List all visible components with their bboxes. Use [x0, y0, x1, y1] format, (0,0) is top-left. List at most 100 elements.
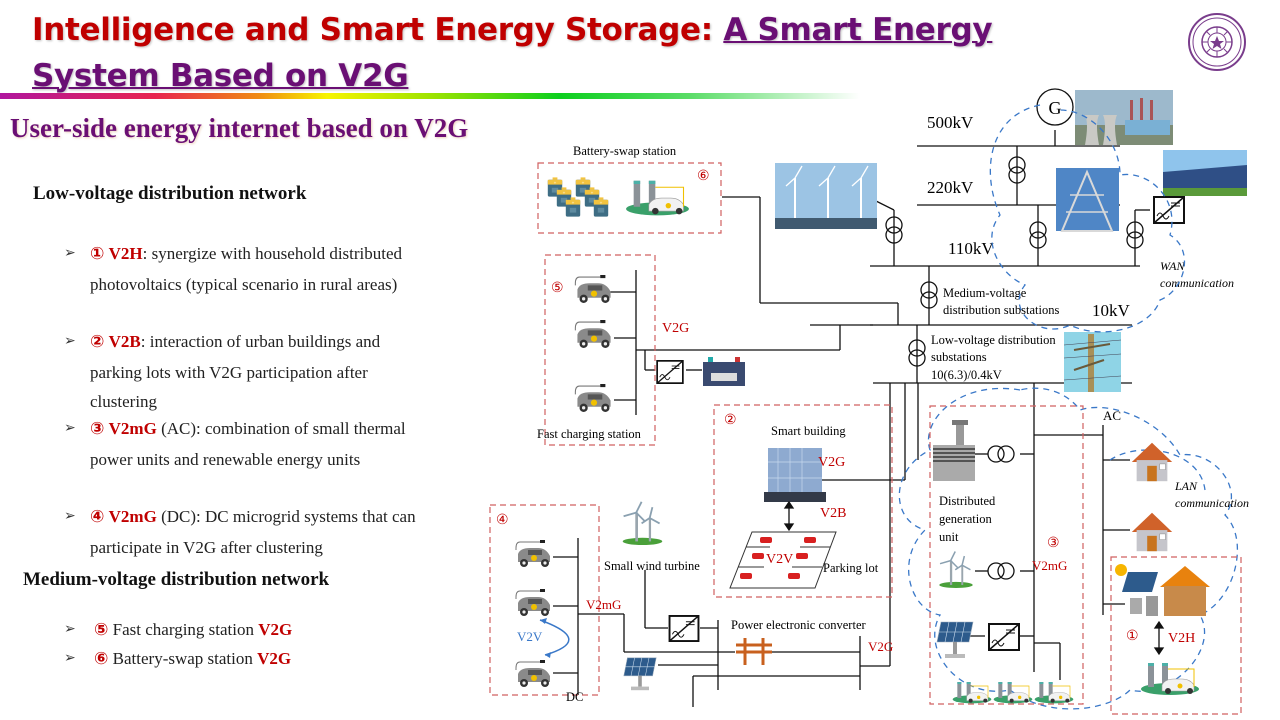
battery-swap-ev-icon: [625, 180, 690, 216]
dg-unit-v2mg-tag: V2mG: [1032, 558, 1067, 573]
bullet-arrow-icon: ➢: [64, 334, 76, 349]
bullet-fast-charging: ➢ ⑤ Fast charging station V2G: [64, 615, 434, 646]
smart-building-num: ②: [724, 413, 737, 428]
battery-swap-box: [537, 162, 722, 234]
lan-label-2: communication: [1175, 496, 1249, 510]
solar-inverter-icon: [1152, 196, 1186, 224]
smart-building-box: [713, 404, 893, 598]
home-ev-station-icon: [1140, 662, 1200, 696]
wind-farm-photo: [775, 163, 877, 229]
solar-farm-photo: [1163, 150, 1247, 196]
ev-car-icon: [515, 589, 551, 617]
home-num: ①: [1126, 629, 1139, 644]
dc-v2mg-tag: V2mG: [586, 597, 621, 612]
title-purple-part: A Smart Energy: [723, 12, 993, 48]
smart-building-icon: [764, 448, 826, 502]
dc-microgrid-box: [489, 504, 600, 696]
grid-buses: [553, 130, 1150, 707]
smart-building-v2g-tag: V2G: [818, 455, 845, 470]
fast-charging-box: [544, 254, 656, 446]
transmission-tower-photo: [1056, 168, 1119, 232]
title-red-part: Intelligence and Smart Energy Storage:: [32, 12, 724, 48]
bullet-arrow-icon: ➢: [64, 651, 76, 666]
bullet-arrow-icon: ➢: [64, 509, 76, 524]
voltage-220kv: 220kV: [927, 178, 974, 197]
dg-unit-label-2: generation: [939, 512, 993, 526]
voltage-110kv: 110kV: [948, 239, 994, 258]
small-wind-turbine-icon: [621, 500, 664, 547]
voltage-500kv: 500kV: [927, 113, 974, 132]
battery-swap-num: ⑥: [697, 169, 710, 184]
home-pv-system-icon: [1115, 564, 1210, 616]
slide-title-line1: Intelligence and Smart Energy Storage: A…: [32, 12, 993, 48]
utility-pole-photo: [1063, 332, 1122, 392]
bullet-v2mg-ac: ➢ ③ V2mG (AC): combination of small ther…: [64, 414, 434, 474]
dg-unit-label-3: unit: [939, 530, 959, 544]
dc-label: DC: [566, 690, 583, 704]
smart-building-label: Smart building: [771, 424, 846, 438]
house-icon: [1131, 512, 1173, 552]
smart-building-v2b-tag: V2B: [820, 506, 846, 521]
ev-car-icon: [515, 660, 551, 688]
parking-v2v-tag: V2V: [766, 552, 793, 567]
bullet-v2mg-dc: ➢ ④ V2mG (DC): DC microgrid systems that…: [64, 502, 434, 562]
generator-label: G: [1049, 98, 1062, 118]
bullet-arrow-icon: ➢: [64, 421, 76, 436]
thermal-plant-photo: [1075, 90, 1173, 145]
wan-label-1: WAN: [1160, 259, 1185, 273]
dg-wind-turbine-icon: [938, 550, 974, 588]
dg-unit-label-1: Distributed: [939, 494, 996, 508]
dg-inverter-icon: [988, 623, 1020, 651]
ev-car-icon: [515, 540, 551, 568]
lan-label-1: LAN: [1174, 479, 1198, 493]
home-v2h-box: [1110, 556, 1242, 715]
bullet-arrow-icon: ➢: [64, 246, 76, 261]
ac-label: AC: [1103, 408, 1121, 423]
dg-unit-box: [929, 405, 1084, 705]
fast-charging-converter-icon: [656, 360, 684, 384]
voltage-10kv: 10kV: [1092, 301, 1131, 320]
dg-ev-station-icon: [952, 681, 992, 704]
rainbow-divider: [0, 93, 860, 99]
slide-title-line2: System Based on V2G: [32, 58, 409, 94]
dc-microgrid-num: ④: [496, 513, 509, 528]
bullet-battery-swap: ➢ ⑥ Battery-swap station V2G: [64, 644, 434, 675]
power-electronic-converter-icon: [736, 638, 772, 665]
low-voltage-heading: Low-voltage distribution network: [33, 183, 307, 204]
fast-charging-num: ⑤: [551, 281, 564, 296]
transformer-small-wind-icon: [987, 562, 1015, 580]
university-seal-icon: [1188, 13, 1246, 71]
ev-car-icon: [574, 320, 612, 349]
battery-swap-label: Battery-swap station: [573, 144, 677, 158]
thermal-generator-icon: [933, 420, 975, 481]
fast-charging-label: Fast charging station: [537, 427, 642, 441]
medium-voltage-heading: Medium-voltage distribution network: [23, 569, 330, 590]
dc-solar-panel-icon: [623, 657, 657, 691]
battery-stack-icon: [547, 177, 609, 217]
generator-icon: [1036, 88, 1074, 126]
dg-ev-station-icon: [1034, 681, 1074, 704]
pec-v2g-tag: V2G: [868, 639, 893, 654]
lv-substation-label-2: substations: [931, 350, 987, 364]
dc-v2v-tag: V2V: [517, 629, 543, 644]
v2v-arrow-icon: [539, 619, 570, 656]
dg-solar-panel-icon: [936, 621, 974, 659]
lv-substation-label-3: 10(6.3)/0.4kV: [931, 368, 1002, 382]
v2b-double-arrow-icon: [783, 500, 795, 532]
ev-car-icon: [574, 275, 612, 304]
pec-label: Power electronic converter: [731, 618, 866, 632]
home-v2h-tag: V2H: [1168, 631, 1195, 646]
bullet-arrow-icon: ➢: [64, 622, 76, 637]
dc-converter-icon: [668, 615, 700, 642]
v2h-double-arrow-icon: [1153, 620, 1165, 656]
transformer-thermal-icon: [987, 445, 1015, 463]
fast-charging-v2g-tag: V2G: [662, 321, 689, 336]
bullet-v2b: ➢ ② V2B: interaction of urban buildings …: [64, 327, 434, 417]
communication-clouds: [898, 104, 1239, 710]
wan-label-2: communication: [1160, 276, 1234, 290]
lv-substation-label-1: Low-voltage distribution: [931, 333, 1056, 347]
ev-car-icon: [574, 384, 612, 413]
mv-substation-label-1: Medium-voltage: [943, 286, 1027, 300]
parking-lot-icon: [729, 531, 837, 589]
